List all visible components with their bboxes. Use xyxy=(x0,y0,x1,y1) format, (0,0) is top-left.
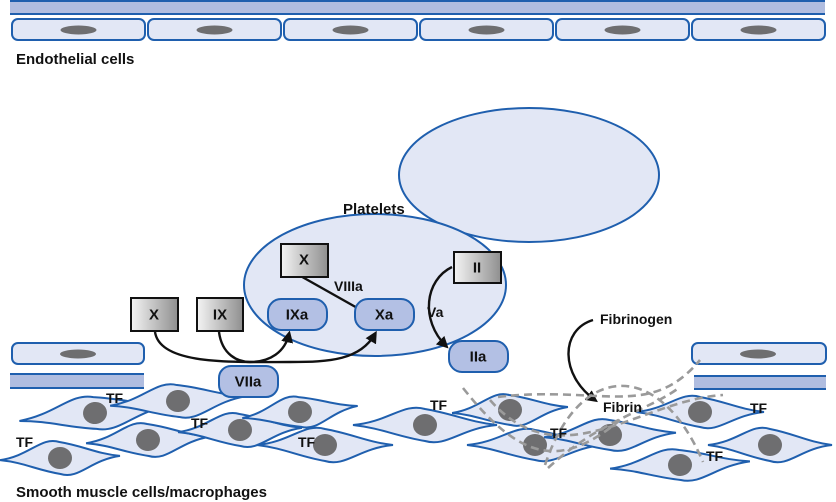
smooth-muscle-cell xyxy=(609,448,751,482)
smooth-muscle-cell xyxy=(0,439,121,477)
endothelial-cell xyxy=(691,18,826,41)
tf-label: TF xyxy=(298,434,316,450)
left-endothelial-fragment xyxy=(10,342,145,389)
tf-label: TF xyxy=(750,400,768,416)
smooth-muscle-cell xyxy=(635,394,765,430)
fibrin-strand xyxy=(497,359,701,399)
nucleus xyxy=(468,25,505,35)
factor-viia-pill: VIIa xyxy=(218,365,279,398)
factor-x-label: X xyxy=(149,307,159,324)
factor-xa-label: Xa xyxy=(375,307,394,324)
tf-label: TF xyxy=(106,390,124,406)
fibrin-label: Fibrin xyxy=(603,399,642,415)
factor-ix-label: IX xyxy=(213,307,227,324)
fibrinogen-label: Fibrinogen xyxy=(600,311,672,327)
nucleus xyxy=(48,446,72,470)
fibrin-strand xyxy=(543,384,705,466)
endothelial-cells-label: Endothelial cells xyxy=(16,51,134,68)
basement-membrane xyxy=(10,374,144,388)
endothelial-cell xyxy=(11,18,146,41)
factor-iia-pill: IIa xyxy=(448,340,509,373)
factor-ixa-label: IXa xyxy=(286,307,309,324)
platelet-upper xyxy=(398,107,660,243)
nucleus xyxy=(758,434,782,456)
right-endothelial-fragment xyxy=(691,342,827,390)
endothelial-cell xyxy=(555,18,690,41)
endothelial-cell xyxy=(283,18,418,41)
top-endothelium xyxy=(10,0,826,41)
nucleus xyxy=(413,414,437,436)
factor-x-platelet-box: X xyxy=(280,243,329,278)
smooth-muscle-layer xyxy=(0,383,833,482)
nucleus xyxy=(60,25,97,35)
tf-label: TF xyxy=(430,397,448,413)
smooth-muscle-cell xyxy=(242,395,358,429)
factor-ixa-pill: IXa xyxy=(267,298,328,331)
tf-label: TF xyxy=(550,425,568,441)
fibrin-mesh xyxy=(461,359,724,469)
smooth-muscle-cell xyxy=(256,426,394,464)
nucleus xyxy=(83,401,107,425)
nucleus xyxy=(332,25,369,35)
endothelial-cell xyxy=(147,18,282,41)
factor-ii-label: II xyxy=(473,260,481,277)
basement-membrane-top xyxy=(10,0,825,14)
arrow-fibrinogen-to-fibrin xyxy=(567,318,598,403)
smooth-muscle-cell xyxy=(707,426,833,464)
tf-label: TF xyxy=(706,448,724,464)
nucleus xyxy=(60,349,96,359)
basement-membrane xyxy=(694,376,826,389)
factor-viia-label: VIIa xyxy=(235,374,262,391)
nucleus xyxy=(668,453,692,477)
nucleus xyxy=(688,401,712,423)
nucleus xyxy=(598,423,622,447)
nucleus xyxy=(136,428,160,452)
smooth-muscle-cell xyxy=(352,406,498,444)
arrow-x-to-xa xyxy=(153,330,377,364)
factor-iia-label: IIa xyxy=(470,349,487,366)
nucleus xyxy=(166,389,190,413)
fibrin-strand xyxy=(489,393,724,437)
factor-ii-box: II xyxy=(453,251,502,284)
nucleus xyxy=(196,25,233,35)
tf-label: TF xyxy=(191,415,209,431)
factor-xa-pill: Xa xyxy=(354,298,415,331)
nucleus xyxy=(523,434,547,456)
fibrin-strand xyxy=(461,387,621,453)
factor-x-platelet-label: X xyxy=(299,252,309,269)
nucleus xyxy=(740,25,777,35)
nucleus xyxy=(288,400,312,424)
nucleus xyxy=(313,434,337,456)
nucleus xyxy=(740,349,776,359)
endothelial-cell xyxy=(419,18,554,41)
cofactor-va-label: Va xyxy=(427,304,444,320)
arrow-ix-to-ixa xyxy=(217,330,294,364)
tf-label: TF xyxy=(16,434,34,450)
factor-x-box: X xyxy=(130,297,179,332)
nucleus xyxy=(604,25,641,35)
arrow-ii-to-iia xyxy=(427,265,453,349)
factor-ix-box: IX xyxy=(196,297,244,332)
platelets-label: Platelets xyxy=(343,201,405,218)
smooth-muscle-label: Smooth muscle cells/macrophages xyxy=(16,484,267,501)
cofactor-viiia-label: VIIIa xyxy=(334,278,363,294)
smooth-muscle-cell xyxy=(543,418,677,452)
nucleus xyxy=(228,418,252,442)
